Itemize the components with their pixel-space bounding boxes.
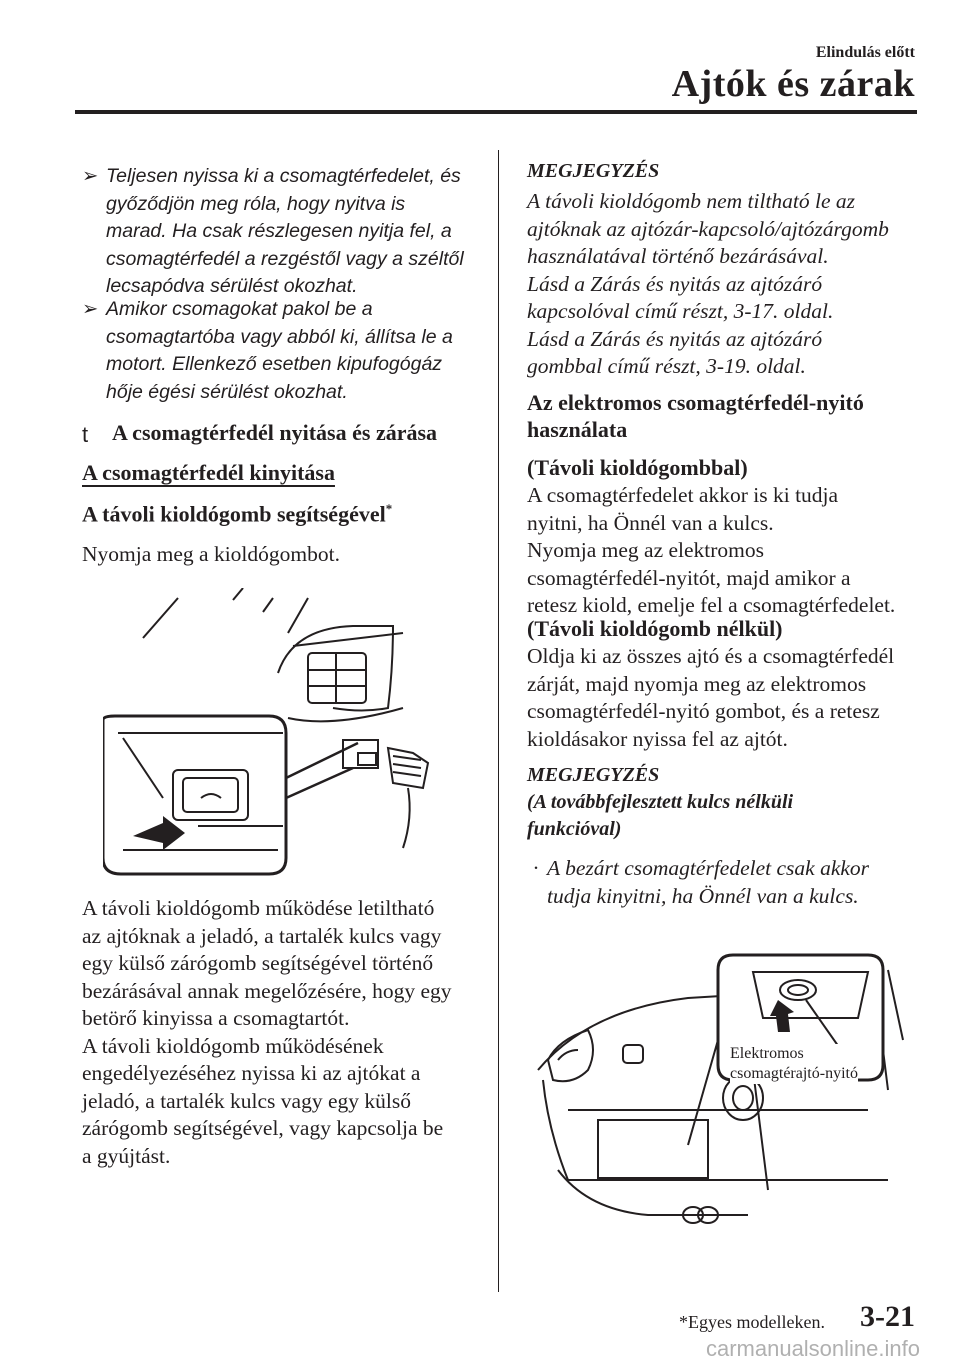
figure-label: Elektromos csomagtérajtó-nyitó bbox=[730, 1044, 858, 1084]
asterisk: * bbox=[385, 501, 393, 516]
warning-line: lecsapódva sérülést okozhat. bbox=[106, 275, 358, 297]
paragraph-line: a gyújtást. bbox=[82, 1143, 171, 1168]
warning-line: csomagtartóba vagy abból ki, állítsa le … bbox=[106, 325, 453, 348]
warning-line: marad. Ha csak részlegesen nyitja fel, a bbox=[106, 220, 452, 242]
note2-body: A bezárt csomagtérfedelet csak akkor tud… bbox=[547, 855, 869, 910]
warning-line: Amikor csomagokat pakol be a bbox=[106, 298, 373, 320]
note-body: A távoli kioldógomb nem tiltható le az a… bbox=[527, 188, 889, 381]
paragraph-line: betörő kinyissa a csomagtartót. bbox=[82, 1006, 350, 1030]
release-button-illustration bbox=[103, 588, 430, 876]
note2-title: MEGJEGYZÉS (A továbbfejlesztett kulcs né… bbox=[527, 762, 793, 843]
heading-line: Az elektromos csomagtérfedél-nyitó bbox=[527, 390, 864, 415]
note-line: Lásd a Zárás és nyitás az ajtózáró bbox=[527, 326, 823, 351]
chapter-title: Elindulás előtt bbox=[815, 44, 915, 61]
header-rule bbox=[75, 110, 917, 114]
section-marker: t bbox=[82, 422, 89, 447]
warning-line: csomagtérfedél a rezgéstől vagy a széltő… bbox=[106, 247, 464, 270]
figure-label-line: csomagtérajtó-nyitó bbox=[730, 1065, 858, 1082]
warning-item: ➢ Amikor csomagokat pakol be a csomagtar… bbox=[80, 296, 488, 406]
note-line: A távoli kioldógomb nem tiltható le az bbox=[527, 189, 856, 213]
note-line: Lásd a Zárás és nyitás az ajtózáró bbox=[527, 271, 823, 296]
column-divider bbox=[498, 150, 499, 1292]
note2-title-line: (A továbbfejlesztett kulcs nélküli bbox=[527, 791, 794, 813]
heading-line: használata bbox=[527, 417, 628, 442]
subheading-with-remote: (Távoli kioldógombbal) bbox=[527, 455, 748, 480]
method-heading-text: A távoli kioldógomb segítségével bbox=[82, 501, 386, 527]
body-line: kioldásakor nyissa fel az ajtót. bbox=[527, 726, 788, 751]
page-number: 3-21 bbox=[860, 1300, 915, 1333]
note2-title-line: funkcióval) bbox=[527, 818, 622, 840]
note-line: gombbal című részt, 3-19. oldal. bbox=[527, 354, 806, 378]
warning-line: győződjön meg róla, hogy nyitva is bbox=[106, 192, 406, 215]
footnote: *Egyes modelleken. bbox=[679, 1312, 825, 1332]
page-title: Ajtók és zárak bbox=[671, 63, 915, 105]
note2-title-line: MEGJEGYZÉS bbox=[527, 764, 660, 786]
note-line: használatával történő bezárásával. bbox=[527, 244, 829, 268]
info-paragraph: A távoli kioldógomb működése letiltható … bbox=[82, 895, 452, 1170]
warning-line: motort. Ellenkező esetben kipufogógáz bbox=[106, 353, 443, 375]
without-remote-text: Oldja ki az összes ajtó és a csomagtérfe… bbox=[527, 643, 894, 753]
note-line: ajtóknak az ajtózár-kapcsoló/ajtózárgomb bbox=[527, 216, 889, 241]
arrow-bullet-icon: ➢ bbox=[82, 165, 99, 187]
method-heading: A távoli kioldógomb segítségével* bbox=[82, 501, 392, 527]
paragraph-line: engedélyezéséhez nyissa ki az ajtókat a bbox=[82, 1061, 421, 1085]
instruction-text: Nyomja meg a kioldógombot. bbox=[82, 542, 340, 566]
opener-heading: Az elektromos csomagtérfedél-nyitó haszn… bbox=[527, 389, 864, 443]
paragraph-line: zárógomb segítségével, vagy kapcsolja be bbox=[82, 1116, 444, 1140]
with-remote-text: A csomagtérfedelet akkor is ki tudja nyi… bbox=[527, 482, 895, 620]
paragraph-line: A távoli kioldógomb működésének bbox=[82, 1033, 384, 1058]
note-line: kapcsolóval című részt, 3-17. oldal. bbox=[527, 299, 834, 323]
warning-line: hője égési sérülést okozhat. bbox=[106, 380, 348, 403]
body-line: A csomagtérfedelet akkor is ki tudja bbox=[527, 483, 839, 507]
section-heading: A csomagtérfedél nyitása és zárása bbox=[112, 420, 438, 445]
body-line: Nyomja meg az elektromos bbox=[527, 538, 765, 562]
body-line: retesz kiold, emelje fel a csomagtérfede… bbox=[527, 593, 896, 617]
figure-label-line: Elektromos bbox=[730, 1045, 804, 1062]
car-rear-illustration bbox=[537, 953, 904, 1224]
warning-item: ➢ Teljesen nyissa ki a csomagtérfedelet,… bbox=[80, 163, 488, 301]
body-line: nyitni, ha Önnél van a kulcs. bbox=[527, 510, 774, 535]
watermark: carmanualsonline.info bbox=[705, 1336, 920, 1361]
body-line: zárját, majd nyomja meg az elektromos bbox=[527, 671, 867, 696]
note-title: MEGJEGYZÉS bbox=[527, 160, 660, 182]
subheading-without-remote: (Távoli kioldógomb nélkül) bbox=[527, 616, 783, 641]
warning-line: Teljesen nyissa ki a csomagtérfedelet, é… bbox=[106, 165, 461, 187]
note2-line: tudja kinyitni, ha Önnél van a kulcs. bbox=[547, 883, 859, 908]
bullet-icon: · bbox=[533, 856, 539, 880]
body-line: Oldja ki az összes ajtó és a csomagtérfe… bbox=[527, 644, 895, 668]
arrow-bullet-icon: ➢ bbox=[82, 298, 99, 320]
paragraph-line: A távoli kioldógomb működése letiltható bbox=[82, 896, 435, 920]
body-line: csomagtérfedél-nyitót, majd amikor a bbox=[527, 565, 851, 590]
note2-line: A bezárt csomagtérfedelet csak akkor bbox=[547, 856, 870, 880]
paragraph-line: bezárásával annak megelőzésére, hogy egy bbox=[82, 978, 452, 1003]
paragraph-line: egy külső zárógomb segítségével történő bbox=[82, 951, 434, 975]
subsection-heading: A csomagtérfedél kinyitása bbox=[82, 460, 335, 485]
body-line: csomagtérfedél-nyitó gombot, és a retesz bbox=[527, 699, 880, 723]
paragraph-line: jeladó, a tartalék kulcs vagy egy külső bbox=[82, 1088, 411, 1113]
paragraph-line: az ajtóknak a jeladó, a tartalék kulcs v… bbox=[82, 923, 442, 948]
